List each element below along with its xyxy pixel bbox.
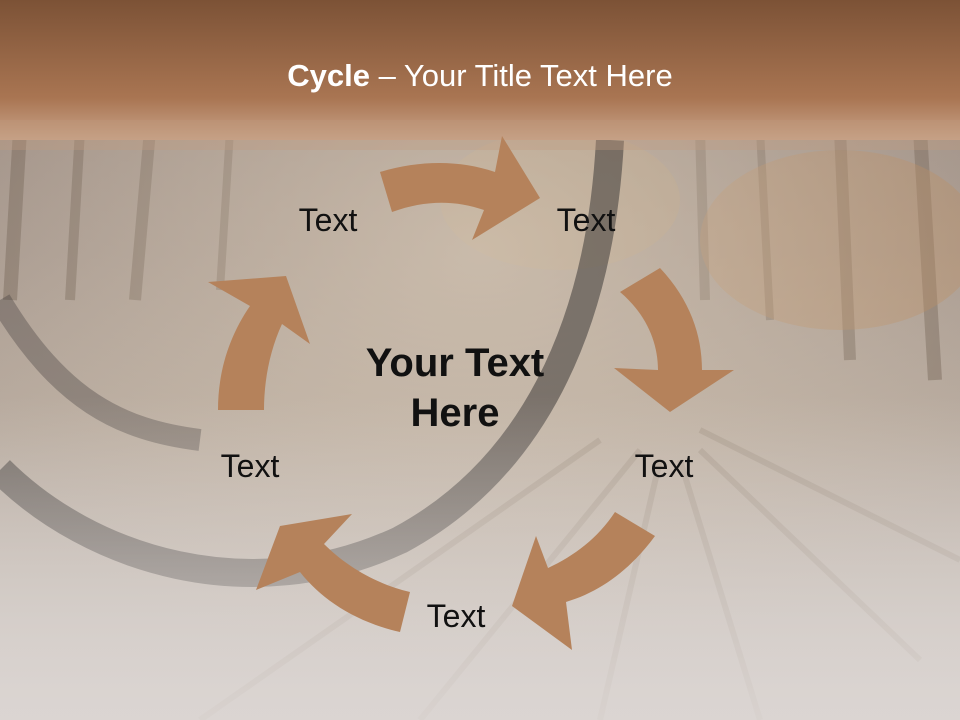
title-rest-part: – Your Title Text Here [370, 58, 673, 93]
cycle-label-bottom: Text [426, 598, 486, 634]
title-bold-part: Cycle [287, 58, 370, 93]
center-text: Your Text Here [365, 341, 545, 435]
cycle-label-left: Text [220, 448, 280, 484]
cycle-label-top-left: Text [298, 202, 358, 238]
cycle-label-right: Text [634, 448, 694, 484]
cycle-label-top-right: Text [556, 202, 616, 238]
slide-title: Cycle – Your Title Text Here [0, 54, 960, 98]
